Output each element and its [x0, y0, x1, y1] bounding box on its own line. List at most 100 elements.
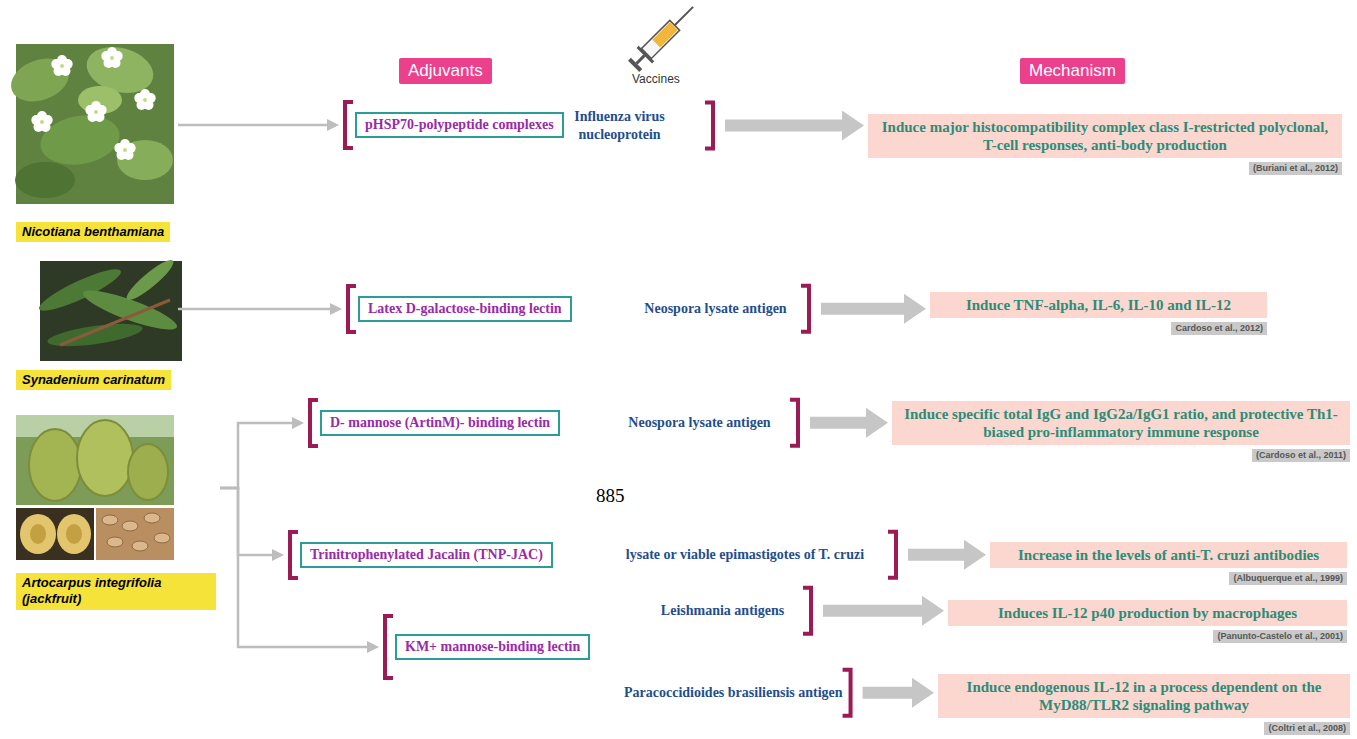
vaccine-name: Influenza virus nucleoprotein: [534, 108, 705, 143]
citation-text: (Albuquerque et al., 1999): [1233, 573, 1343, 584]
branch-arrow: [220, 423, 304, 488]
page-number: 885: [596, 485, 625, 507]
mechanism-box: Increase in the levels of anti-T. cruzi …: [990, 542, 1347, 568]
plant-panel: Nicotiana benthamiana: [16, 44, 174, 242]
adjuvant-box: D- mannose (ArtinM)- binding lectin: [320, 410, 560, 436]
nicotiana-photo-part: [31, 111, 52, 132]
block-arrow: [725, 120, 864, 132]
mechanism-box: Induce specific total IgG and IgG2a/IgG1…: [892, 401, 1350, 445]
mechanism-box: Induce endogenous IL-12 in a process dep…: [938, 674, 1350, 718]
jackfruit-photo-part: [144, 513, 160, 523]
jackfruit-photo-part: [122, 521, 138, 531]
vaccine-group: Paracoccidioides brasiliensis antigen: [622, 684, 845, 702]
mechanism-text: Induce endogenous IL-12 in a process dep…: [946, 678, 1342, 714]
plant-panel: Artocarpus integrifolia (jackfruit): [16, 415, 216, 610]
syringe-icon-part: [652, 22, 677, 47]
jackfruit-photo-part: [30, 524, 46, 544]
jackfruit-photo-part: [102, 515, 118, 525]
vaccine-group: Influenza virus nucleoprotein: [532, 108, 707, 143]
block-arrow: [908, 549, 986, 561]
plant-name: Artocarpus integrifolia (jackfruit): [16, 573, 216, 610]
jackfruit-photo: [16, 415, 174, 560]
nicotiana-photo-part: [101, 47, 122, 68]
syringe-icon-part: [628, 58, 642, 72]
nicotiana-photo-part: [5, 51, 75, 109]
connector-group: [178, 125, 986, 693]
synadenium-photo-part: [60, 300, 170, 345]
vaccine-group: Leishmania antigens: [640, 602, 805, 620]
jackfruit-photo-part: [20, 514, 56, 554]
adjuvant-box: pHSP70-polypeptide complexes: [355, 112, 564, 138]
syringe-icon: [626, 0, 701, 74]
syringe-icon-part: [675, 7, 693, 25]
adjuvant-name: Latex D-galactose-binding lectin: [368, 301, 562, 317]
jackfruit-photo-part: [132, 541, 148, 551]
jackfruit-photo-part: [57, 514, 91, 554]
mechanism-text: Induce major histocompatibility complex …: [876, 118, 1334, 154]
nicotiana-photo: [5, 40, 174, 204]
section-header: Adjuvants: [399, 58, 492, 84]
bracket: [385, 616, 393, 678]
syringe-icon-part: [641, 20, 679, 58]
citation-text: (Buriani et al., 2012): [1253, 163, 1338, 174]
nicotiana-photo-part: [134, 89, 155, 110]
mechanism-text: Induces IL-12 p40 production by macropha…: [956, 604, 1339, 622]
bracket: [705, 103, 713, 149]
bracket: [348, 286, 356, 332]
vaccine-name: lysate or viable epimastigotes of T. cru…: [602, 546, 888, 564]
citation-text: Cardoso et al., 2012): [1175, 323, 1263, 334]
citation-tag: (Coltri et al., 2008): [1264, 722, 1350, 735]
branch-arrow: [178, 124, 339, 127]
adjuvant-box: Latex D-galactose-binding lectin: [358, 296, 572, 322]
adjuvant-name: pHSP70-polypeptide complexes: [365, 117, 554, 133]
vaccine-name: Leishmania antigens: [642, 602, 803, 620]
block-arrow: [823, 605, 944, 617]
citation-tag: (Cardoso et al., 2011): [1252, 449, 1350, 462]
mechanism-text: Induce specific total IgG and IgG2a/IgG1…: [900, 405, 1342, 441]
adjuvant-box: KM+ mannose-binding lectin: [395, 634, 590, 660]
block-arrow: [863, 687, 934, 699]
vaccine-group: Neospora lysate antigen: [607, 414, 792, 432]
jackfruit-photo-part: [96, 508, 174, 560]
nicotiana-photo-part: [15, 162, 75, 198]
citation-text: (Panunto-Castelo et al., 2001): [1217, 631, 1343, 642]
syringe-icon-part: [637, 46, 655, 64]
nicotiana-photo-part: [51, 55, 72, 76]
block-arrow: [821, 303, 926, 315]
mechanism-text: Increase in the levels of anti-T. cruzi …: [998, 546, 1339, 564]
plant-name: Synadenium carinatum: [16, 370, 171, 390]
mechanism-box: Induce major histocompatibility complex …: [868, 114, 1342, 158]
bracket: [843, 670, 851, 716]
adjuvant-name: D- mannose (ArtinM)- binding lectin: [330, 415, 550, 431]
nicotiana-photo-part: [85, 101, 106, 122]
plant-name: Nicotiana benthamiana: [16, 222, 170, 242]
adjuvant-name: Trinitrophenylated Jacalin (TNP-JAC): [310, 547, 543, 563]
mechanism-text: Induce TNF-alpha, IL-6, IL-10 and IL-12: [938, 296, 1259, 314]
vaccine-group: Neospora lysate antigen: [628, 300, 803, 318]
bracket: [801, 286, 809, 332]
branch-arrow: [178, 308, 342, 311]
bracket: [803, 588, 811, 634]
bracket: [790, 400, 798, 446]
jackfruit-photo-part: [154, 533, 170, 543]
citation-text: (Cardoso et al., 2011): [1256, 450, 1346, 461]
syringe-icon-part: [637, 56, 645, 64]
citation-tag: (Albuquerque et al., 1999): [1229, 572, 1347, 585]
synadenium-photo: [35, 255, 182, 361]
synadenium-photo-part: [123, 255, 178, 304]
jackfruit-photo-part: [29, 429, 81, 501]
citation-tag: Cardoso et al., 2012): [1171, 322, 1267, 335]
branch-arrow: [220, 488, 284, 555]
vaccine-group: lysate or viable epimastigotes of T. cru…: [600, 546, 890, 564]
mechanism-box: Induces IL-12 p40 production by macropha…: [948, 600, 1347, 626]
plant-panel: Synadenium carinatum: [16, 261, 174, 390]
vaccine-name: Neospora lysate antigen: [609, 414, 790, 432]
bracket: [290, 532, 298, 578]
header-text: Mechanism: [1029, 61, 1116, 81]
citation-tag: (Panunto-Castelo et al., 2001): [1213, 630, 1347, 643]
jackfruit-photo-part: [128, 444, 168, 500]
vaccines-label: Vaccines: [632, 72, 680, 86]
jackfruit-photo-part: [16, 508, 94, 560]
